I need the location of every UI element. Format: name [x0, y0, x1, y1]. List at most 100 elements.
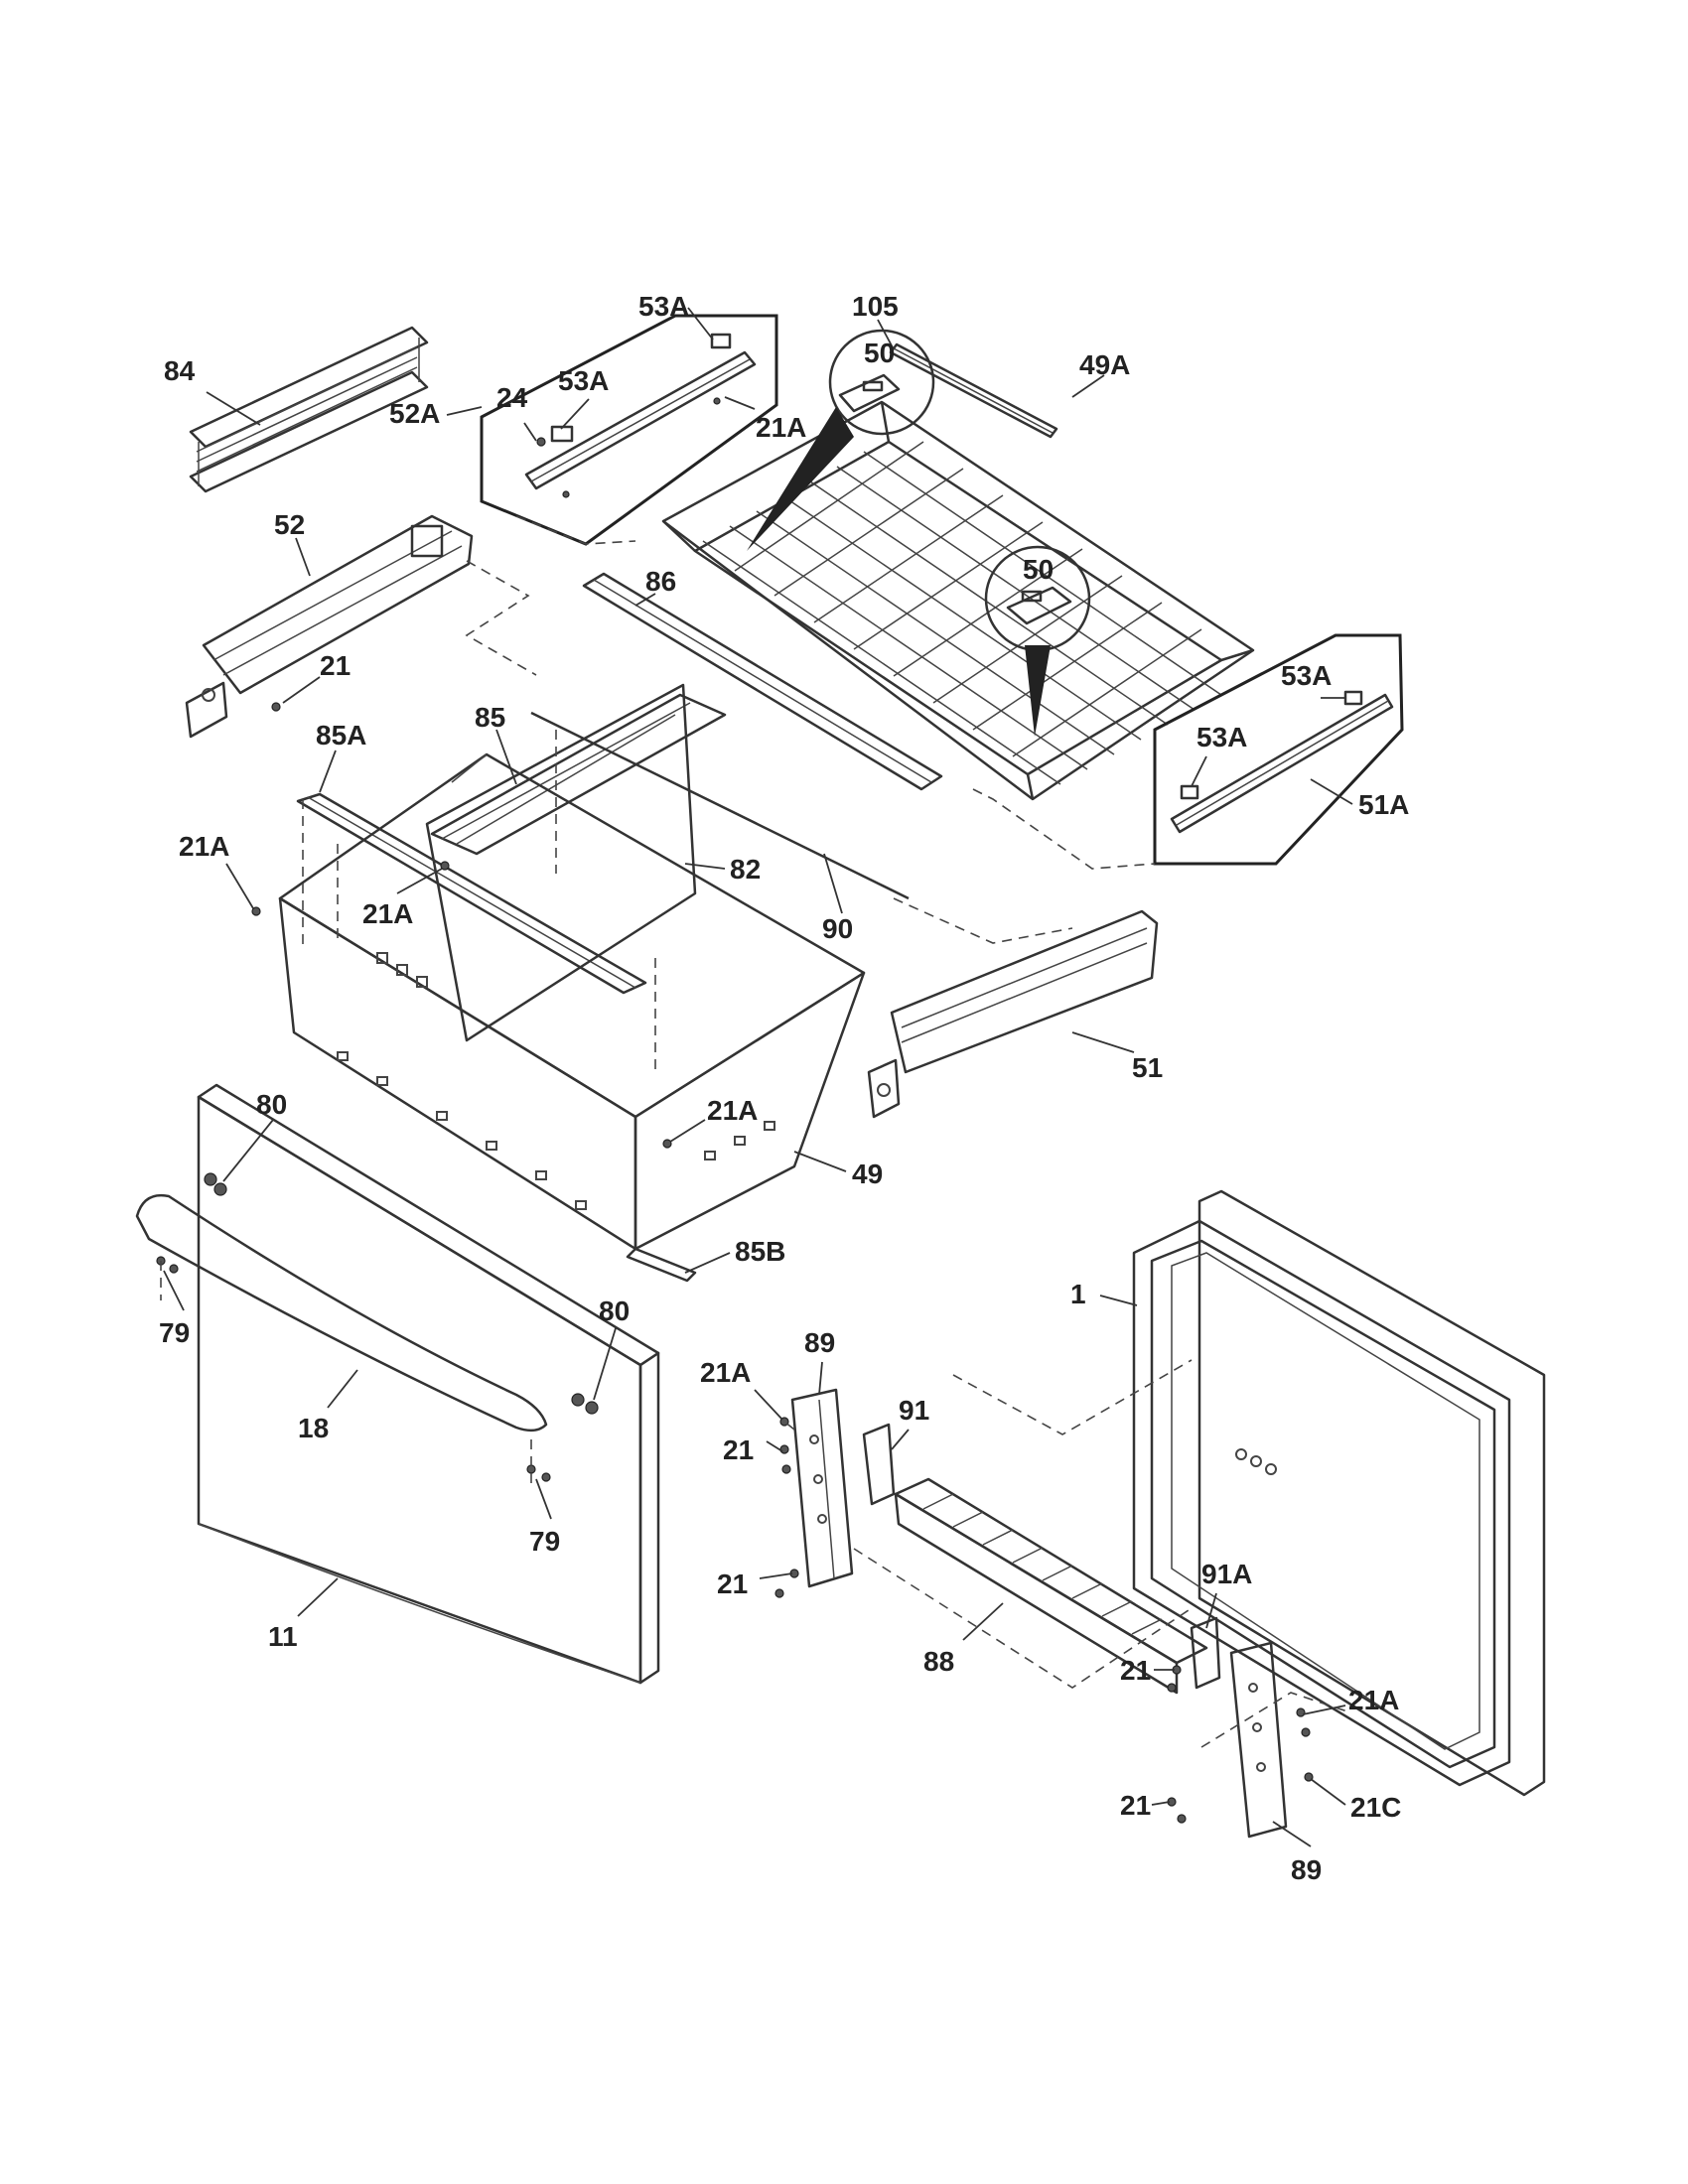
part-labels: 84 52A 24 53A 53A 21A 105 49A 50 50 52 8…: [159, 291, 1409, 1885]
screws-lower: [774, 1417, 1314, 1824]
leader-21A-e: [754, 1389, 783, 1421]
label-53A-a: 53A: [558, 365, 609, 396]
leader-49: [793, 1151, 847, 1172]
part-85A-bar: [296, 792, 647, 995]
leader-18: [327, 1369, 358, 1409]
part-49A-wire-basket: [661, 400, 1255, 801]
leader-21A-bin-left: [225, 863, 254, 909]
label-89-a: 89: [804, 1327, 835, 1358]
label-21A-a: 21A: [756, 412, 806, 443]
label-21A-e: 21A: [700, 1357, 751, 1388]
label-52: 52: [274, 509, 305, 540]
label-21-d: 21: [1120, 1655, 1151, 1686]
label-49: 49: [852, 1159, 883, 1189]
part-51-slide-rail: [867, 909, 1159, 1119]
label-24: 24: [496, 382, 528, 413]
part-85-divider-bar: [430, 693, 727, 856]
leader-51: [1071, 1031, 1135, 1053]
label-80-a: 80: [256, 1089, 287, 1120]
leader-21-left: [282, 676, 321, 704]
label-85: 85: [475, 702, 505, 733]
label-105: 105: [852, 291, 899, 322]
leader-85: [495, 729, 517, 785]
leader-21-e: [1151, 1801, 1171, 1806]
label-80-b: 80: [599, 1296, 630, 1326]
part-82-divider: [425, 683, 697, 1042]
leader-49A: [1071, 374, 1105, 398]
leader-90: [823, 853, 843, 914]
leader-89-b: [1272, 1821, 1312, 1847]
leader-51A: [1310, 778, 1353, 805]
label-53A-b: 53A: [638, 291, 689, 322]
group-51A-box: [1153, 633, 1404, 866]
label-89-b: 89: [1291, 1854, 1322, 1885]
leader-85A: [319, 750, 337, 793]
screw-21A-bin-left: [251, 906, 261, 916]
label-21A-c: 21A: [362, 898, 413, 929]
part-91: [862, 1423, 896, 1506]
leader-21C: [1310, 1778, 1346, 1806]
label-21A-f: 21A: [1348, 1685, 1399, 1715]
label-51A: 51A: [1358, 789, 1409, 820]
leader-84: [206, 391, 261, 426]
callout-50-a: [747, 329, 935, 551]
label-21-a: 21: [320, 650, 351, 681]
leader-85B: [684, 1252, 731, 1274]
label-91A: 91A: [1201, 1559, 1252, 1589]
part-11-drawer-front: [197, 1083, 660, 1685]
label-11: 11: [268, 1621, 298, 1652]
fasteners-80-79: [156, 1172, 599, 1489]
part-89-bracket-upper: [790, 1388, 854, 1588]
callout-50-b: [984, 545, 1091, 737]
assembly-dashes-upper: [302, 515, 1156, 1072]
leader-21A-bin-front: [669, 1119, 706, 1143]
label-1: 1: [1070, 1279, 1086, 1309]
label-79-a: 79: [159, 1317, 190, 1348]
leader-21A-top: [724, 396, 756, 410]
leader-89-a: [818, 1361, 823, 1396]
label-79-b: 79: [529, 1526, 560, 1557]
screw-21-left: [271, 702, 281, 712]
screw-21A-bin-mid: [440, 861, 450, 871]
part-86-bar: [582, 572, 943, 791]
label-21-e: 21: [1120, 1790, 1151, 1821]
leader-79-a: [163, 1270, 185, 1311]
leader-91A: [1205, 1592, 1217, 1629]
part-105-bar: [889, 342, 1058, 439]
label-21-c: 21: [717, 1569, 748, 1599]
label-82: 82: [730, 854, 761, 885]
leader-86: [634, 593, 656, 607]
part-89-bracket-lower: [1229, 1641, 1288, 1839]
part-49-freezer-bin: [278, 752, 866, 1251]
leader-24: [523, 422, 537, 442]
part-84-grille: [189, 326, 429, 493]
part-88-wire-rack: [894, 1477, 1208, 1695]
screw-21A-bin-front: [662, 1139, 672, 1149]
label-53A-c: 53A: [1281, 660, 1332, 691]
label-21-b: 21: [723, 1434, 754, 1465]
part-1-door-gasket-frame: [1132, 1189, 1546, 1797]
leader-21-c: [759, 1572, 793, 1579]
part-85B: [626, 1247, 697, 1283]
label-49A: 49A: [1079, 349, 1130, 380]
label-52A: 52A: [389, 398, 440, 429]
part-52-slide-rail: [185, 514, 474, 739]
label-51: 51: [1132, 1052, 1163, 1083]
leader-21-b: [766, 1440, 783, 1452]
label-85A: 85A: [316, 720, 366, 751]
label-86: 86: [645, 566, 676, 597]
assembly-dashes-lower: [783, 1359, 1351, 1748]
leader-52: [295, 537, 311, 577]
leader-52A: [446, 406, 483, 416]
leader-79-b: [535, 1478, 552, 1520]
label-85B: 85B: [735, 1236, 785, 1267]
label-90: 90: [822, 913, 853, 944]
leader-105: [877, 319, 895, 350]
label-88: 88: [923, 1646, 954, 1677]
part-18-handle: [135, 1193, 548, 1433]
label-50-a: 50: [864, 338, 895, 368]
group-52A-box: [480, 307, 778, 546]
leader-80-a: [222, 1119, 274, 1182]
label-91: 91: [899, 1395, 929, 1426]
